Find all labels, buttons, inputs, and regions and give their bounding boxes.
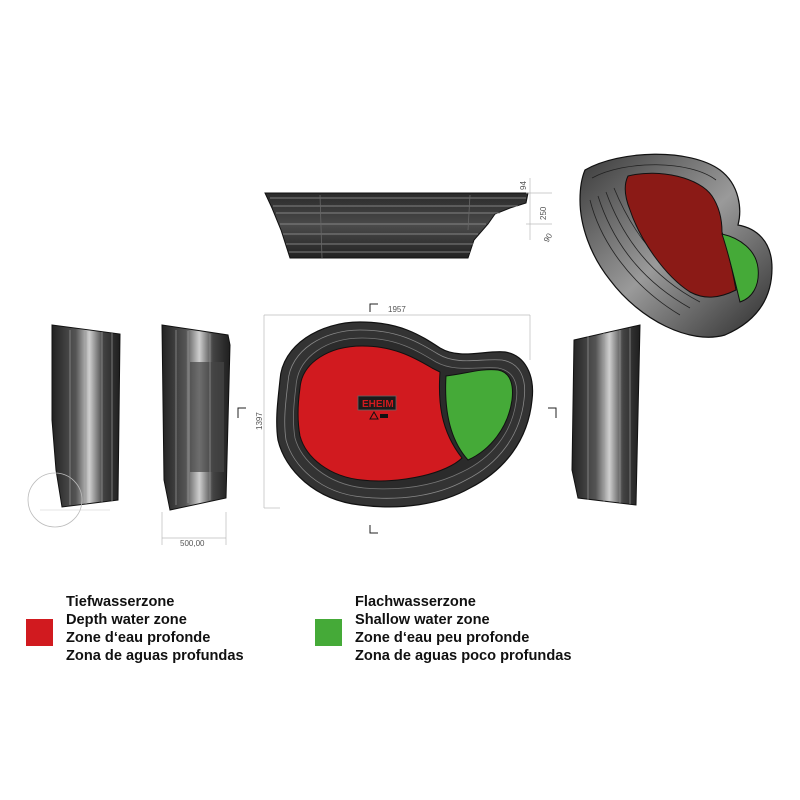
depth-label-fr: Zone d‘eau profonde [66, 630, 211, 646]
depth-zone-labels: Tiefwasserzone Depth water zone Zone d‘e… [66, 593, 244, 665]
length-dimension: 1957 [388, 305, 406, 314]
depth-zone-swatch [26, 619, 53, 646]
depth-water-zone [297, 345, 463, 482]
depth-water-zone-3d [624, 172, 737, 298]
shallow-label-en: Shallow water zone [355, 612, 490, 628]
side-depth-dimension: 500,00 [180, 539, 205, 548]
front-elevation-view: 94 250 90 [264, 178, 555, 259]
svg-text:EHEIM: EHEIM [362, 399, 394, 410]
depth-label-en: Depth water zone [66, 612, 187, 628]
shallow-water-zone [445, 369, 513, 461]
shallow-label-es: Zona de aguas poco profundas [355, 648, 572, 664]
right-end-view [571, 324, 641, 506]
shelf-depth-dimension: 250 [539, 206, 548, 220]
shallow-water-zone-3d [721, 233, 759, 303]
eheim-logo: EHEIM [357, 395, 397, 420]
left-end-view [27, 324, 121, 528]
rim-dimension: 94 [519, 181, 528, 190]
shallow-zone-labels: Flachwasserzone Shallow water zone Zone … [355, 593, 572, 665]
detail-circle [27, 472, 83, 528]
shallow-zone-swatch [315, 619, 342, 646]
shallow-label-de: Flachwasserzone [355, 594, 476, 610]
perspective-view [579, 153, 773, 338]
shallow-label-fr: Zone d‘eau peu profonde [355, 630, 530, 646]
side-view: 500,00 [161, 324, 231, 548]
plan-view: 1957 1397 EHEIM [237, 303, 557, 534]
depth-label-es: Zona de aguas profundas [66, 648, 244, 664]
shelf-angle-dimension: 90 [542, 231, 555, 244]
depth-label-de: Tiefwasserzone [66, 594, 175, 610]
width-dimension: 1397 [255, 412, 264, 430]
pond-technical-drawing: 94 250 90 500,00 [27, 153, 773, 548]
